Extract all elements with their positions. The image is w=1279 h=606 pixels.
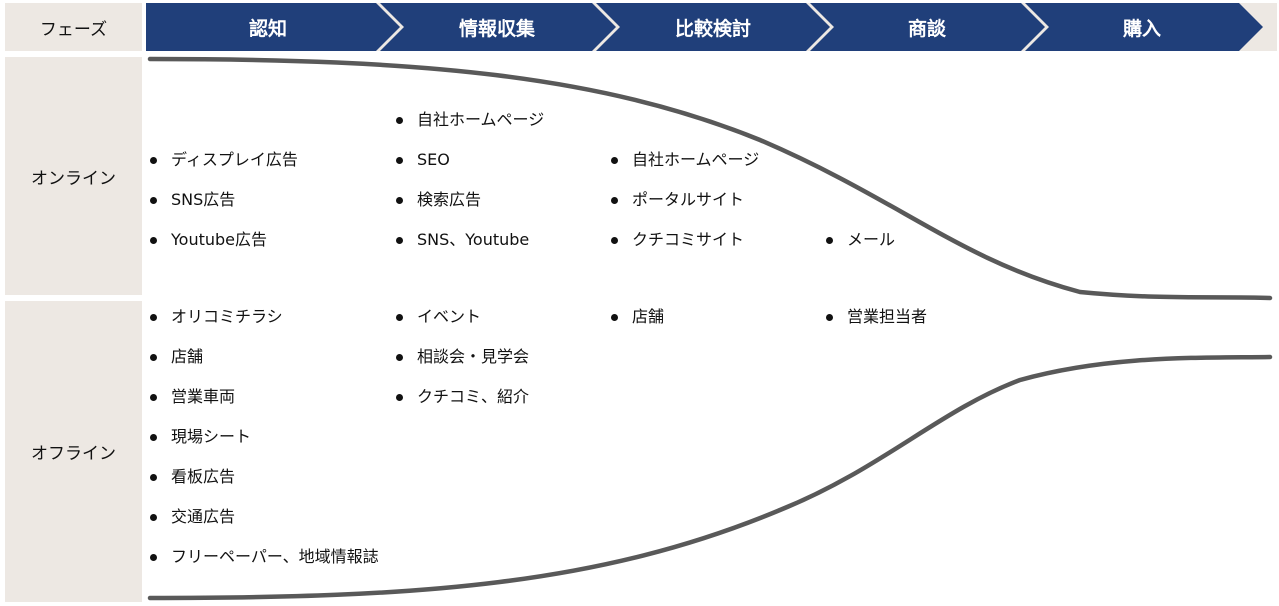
list-item: フリーペーパー、地域情報誌 [146, 547, 386, 567]
online-row-label: オンライン [5, 57, 142, 295]
list-item: メール [822, 230, 1022, 270]
list-item: イベント [392, 307, 602, 347]
list-item: SNS広告 [146, 190, 376, 230]
list-item: クチコミ、紹介 [392, 387, 602, 427]
list-item: 営業担当者 [822, 307, 1022, 347]
offline-negotiation-list: 営業担当者 [822, 307, 1022, 347]
chevron-negotiation [810, 3, 1045, 51]
list-item: 交通広告 [146, 507, 386, 547]
list-item: 看板広告 [146, 467, 386, 507]
phase-chevrons [146, 3, 1263, 51]
list-item: 店舗 [146, 347, 386, 387]
list-item: SEO [392, 150, 602, 190]
list-item: 自社ホームページ [392, 110, 602, 150]
list-item: 検索広告 [392, 190, 602, 230]
phase-purchase: 購入 [1122, 17, 1161, 40]
online-negotiation-list: メール [822, 230, 1022, 270]
list-item: SNS、Youtube [392, 230, 602, 270]
chevron-compare [596, 3, 830, 51]
offline-compare-list: 店舗 [607, 307, 817, 347]
phase-label: フェーズ [5, 3, 142, 51]
offline-awareness-list: オリコミチラシ 店舗 営業車両 現場シート 看板広告 交通広告 フリーペーパー、… [146, 307, 386, 567]
list-item: ディスプレイ広告 [146, 150, 376, 190]
phase-comparison: 比較検討 [674, 17, 751, 40]
online-awareness-list: ディスプレイ広告 SNS広告 Youtube広告 [146, 150, 376, 270]
list-item: 自社ホームページ [607, 150, 817, 190]
chevron-info [380, 3, 616, 51]
phase-negotiation: 商談 [907, 17, 946, 40]
list-item: 現場シート [146, 427, 386, 467]
list-item: ポータルサイト [607, 190, 817, 230]
list-item: Youtube広告 [146, 230, 376, 270]
chevron-purchase [1025, 3, 1263, 51]
offline-info-list: イベント 相談会・見学会 クチコミ、紹介 [392, 307, 602, 427]
list-item: 店舗 [607, 307, 817, 347]
online-compare-list: 自社ホームページ ポータルサイト クチコミサイト [607, 150, 817, 270]
list-item: クチコミサイト [607, 230, 817, 270]
offline-row-label: オフライン [5, 301, 142, 602]
chevron-awareness [146, 3, 400, 51]
phase-awareness: 認知 [248, 17, 287, 40]
list-item: オリコミチラシ [146, 307, 386, 347]
phase-info-gathering: 情報収集 [458, 17, 535, 40]
online-info-list: 自社ホームページ SEO 検索広告 SNS、Youtube [392, 110, 602, 270]
list-item: 営業車両 [146, 387, 386, 427]
list-item: 相談会・見学会 [392, 347, 602, 387]
